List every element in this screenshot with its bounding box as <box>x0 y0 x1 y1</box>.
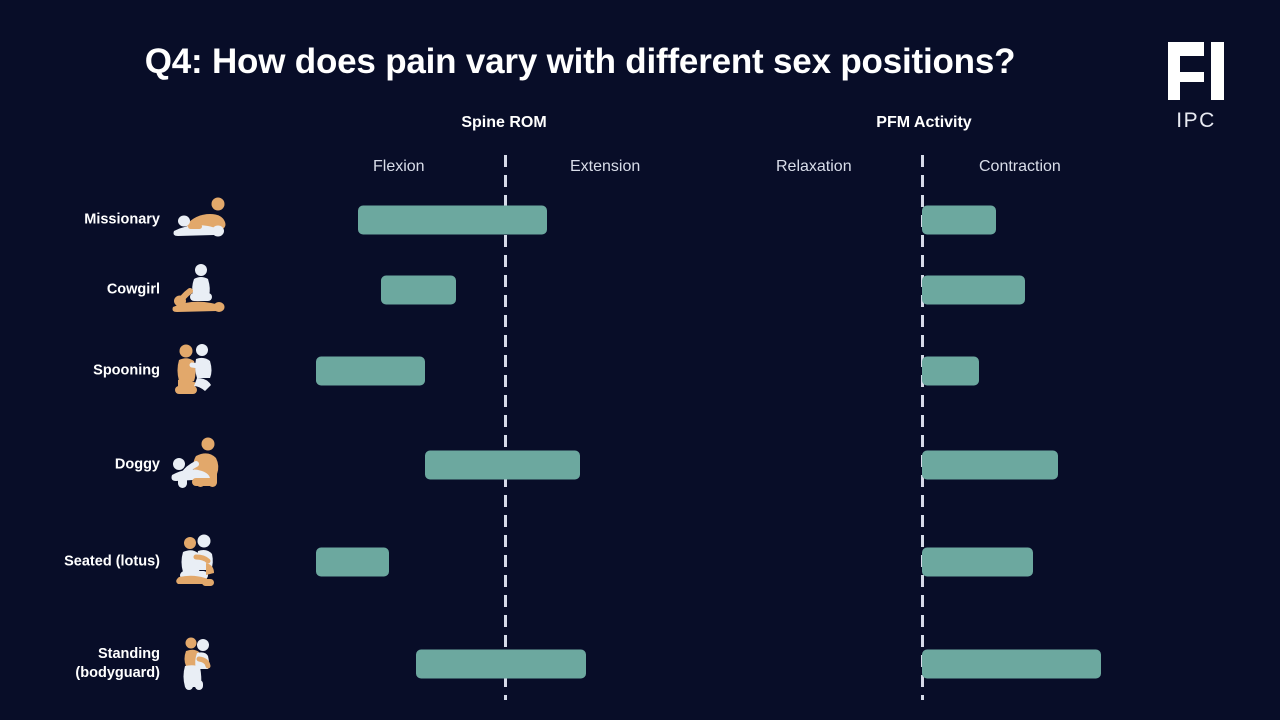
bar-spine-rom <box>358 205 547 235</box>
axis-label-relaxation: Relaxation <box>776 158 852 175</box>
chart-row: Standing (bodyguard) <box>0 618 1280 710</box>
bar-pfm-activity <box>922 356 979 386</box>
logo: IPC <box>1150 42 1242 133</box>
missionary-pictogram <box>166 191 230 249</box>
doggy-pictogram <box>166 436 230 494</box>
row-label: Seated (lotus) <box>64 553 160 570</box>
chart-row: Cowgirl <box>0 244 1280 336</box>
axis-divider-pfm <box>921 155 924 700</box>
bar-spine-rom <box>425 450 580 480</box>
bar-spine-rom <box>316 547 389 577</box>
chart-row: Seated (lotus) <box>0 516 1280 608</box>
bar-pfm-activity <box>922 275 1025 305</box>
bar-spine-rom <box>416 649 586 679</box>
bar-pfm-activity <box>922 547 1033 577</box>
logo-text: IPC <box>1176 109 1216 132</box>
axis-label-extension: Extension <box>570 158 641 175</box>
row-label: Standing (bodyguard) <box>75 646 160 681</box>
row-label: Doggy <box>114 456 160 473</box>
chart-row: Spooning <box>0 325 1280 417</box>
bar-pfm-activity <box>922 649 1101 679</box>
bar-pfm-activity <box>922 205 996 235</box>
axis-divider-spine <box>504 155 507 700</box>
bar-spine-rom <box>381 275 456 305</box>
ipc-monogram-icon <box>1168 42 1224 100</box>
bar-spine-rom <box>316 356 425 386</box>
seated-lotus-pictogram <box>166 533 230 591</box>
bar-pfm-activity <box>922 450 1058 480</box>
row-label: Cowgirl <box>106 281 160 298</box>
panel-heading-spine-rom: Spine ROM <box>461 114 547 131</box>
panel-heading-pfm-activity: PFM Activity <box>876 114 972 131</box>
axis-label-flexion: Flexion <box>373 158 425 175</box>
row-label: Missionary <box>84 211 160 228</box>
standing-bodyguard-pictogram <box>166 635 230 693</box>
axis-label-contraction: Contraction <box>979 158 1061 175</box>
chart-row: Doggy <box>0 419 1280 511</box>
chart-row: Missionary <box>0 174 1280 266</box>
cowgirl-pictogram <box>166 261 230 319</box>
row-label: Spooning <box>93 362 160 379</box>
spooning-pictogram <box>166 342 230 400</box>
page-title: Q4: How does pain vary with different se… <box>144 42 1016 81</box>
